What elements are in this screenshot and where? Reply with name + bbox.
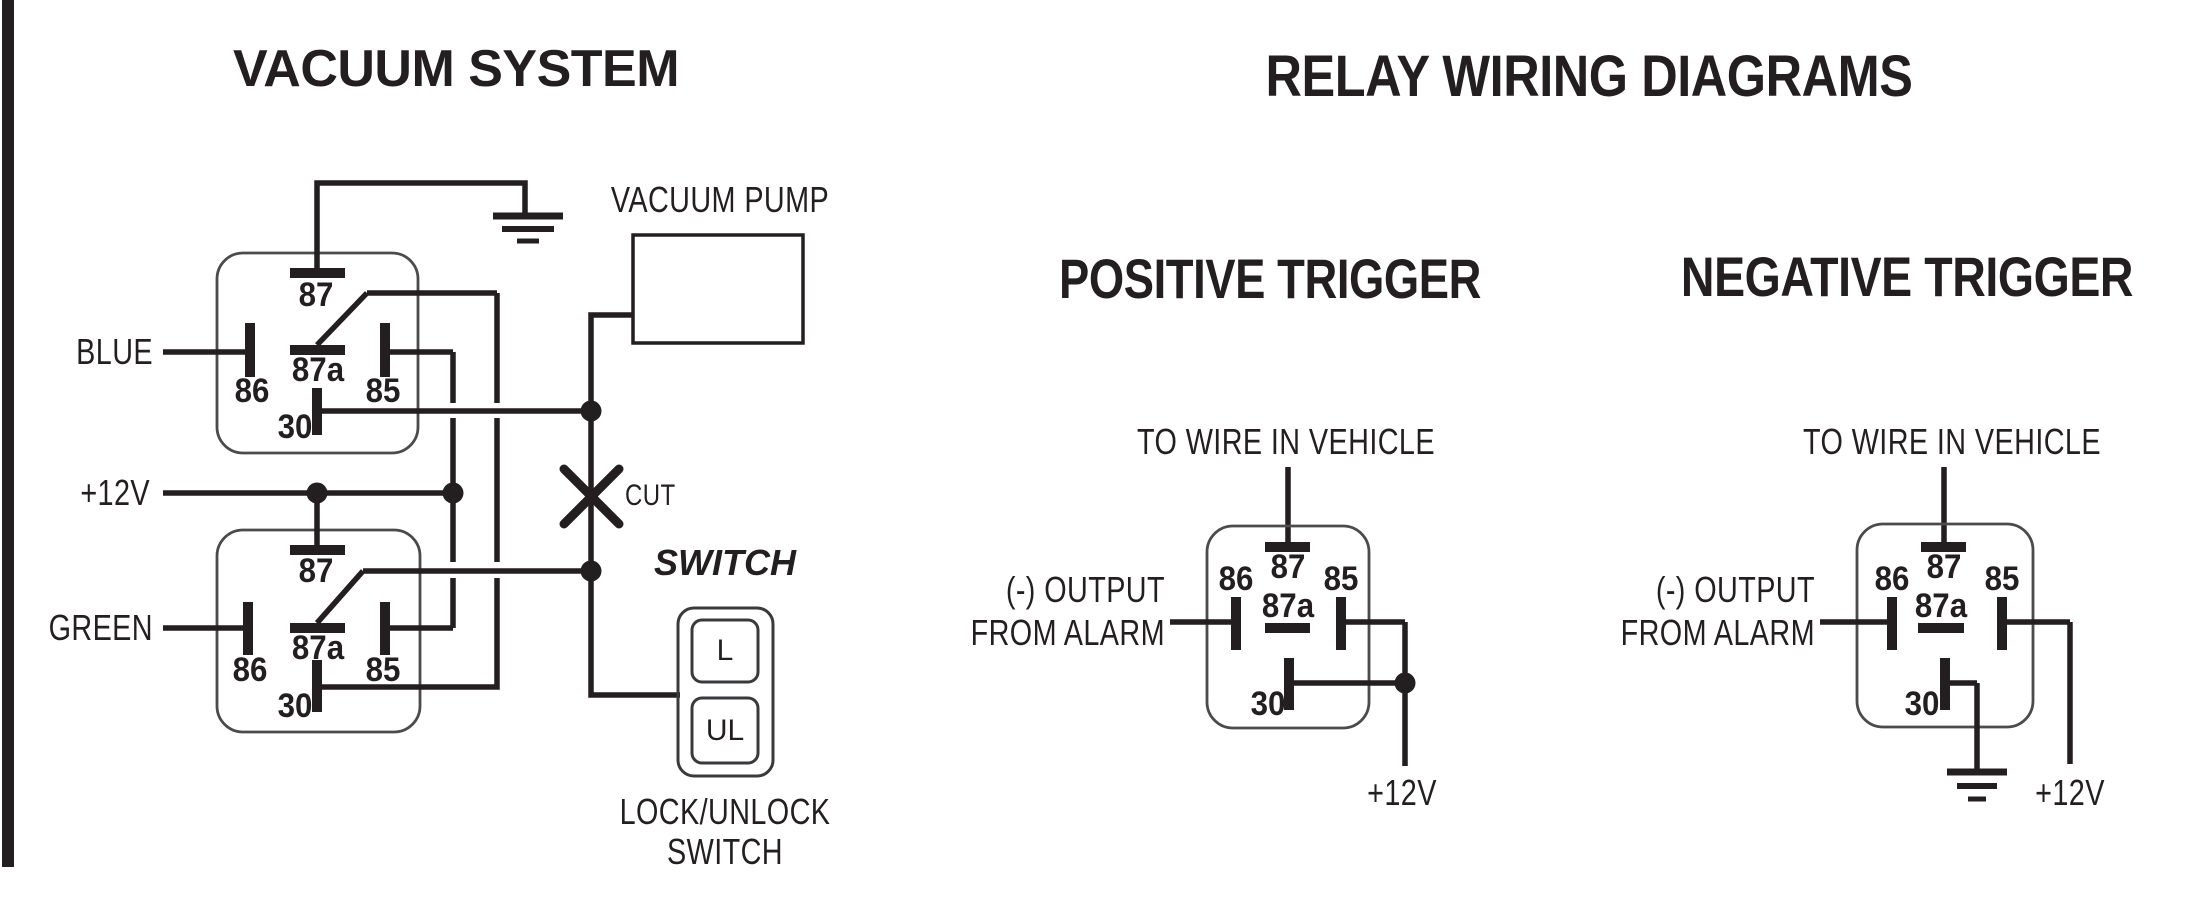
pos-wire-in-vehicle-label: TO WIRE IN VEHICLE <box>1137 421 1435 462</box>
relay-blue-pin30-label: 30 <box>277 408 313 446</box>
neg-output-line1: (-) OUTPUT <box>1655 569 1815 610</box>
vacuum-system-title: VACUUM SYSTEM <box>232 40 680 98</box>
relay-green-pin87-label: 87 <box>298 552 334 590</box>
plus12v-label-left: +12V <box>80 472 150 513</box>
pos-output-line1: (-) OUTPUT <box>1005 569 1165 610</box>
lock-switch-body <box>676 606 775 778</box>
positive-trigger-schematic <box>1170 467 1416 766</box>
relay-green-pin30-label: 30 <box>277 687 313 725</box>
relay-green-pin87a-label: 87a <box>291 629 345 667</box>
relay-blue-pin86-label: 86 <box>234 372 270 410</box>
relay-green-armature <box>314 569 366 625</box>
cut-label: CUT <box>625 479 676 512</box>
relay-blue-pin87-label: 87 <box>298 276 334 314</box>
pos-plus12v-label: +12V <box>1367 772 1437 813</box>
relay-green-pin86-label: 86 <box>232 651 268 689</box>
lock-button-label: L <box>716 634 734 667</box>
neg-pin85-label: 85 <box>1984 560 2020 598</box>
neg-pin86-label: 86 <box>1874 560 1910 598</box>
neg-pin87-label: 87 <box>1926 548 1962 586</box>
negative-trigger-schematic <box>1820 467 2073 802</box>
lock-unlock-caption-line2: SWITCH <box>667 831 783 872</box>
page-left-border <box>2 0 14 867</box>
junction-12v-left <box>306 482 328 504</box>
wire-87-to-ground <box>314 180 528 268</box>
pos-pin87-label: 87 <box>1270 548 1306 586</box>
pos-pin30-label: 30 <box>1250 685 1286 723</box>
pos-output-line2: FROM ALARM <box>970 612 1165 653</box>
neg-plus12v-label: +12V <box>2035 772 2105 813</box>
vacuum-pump-label: VACUUM PUMP <box>610 179 830 220</box>
vacuum-pump-box <box>631 233 805 345</box>
unlock-button-outline <box>690 696 760 765</box>
blue-wire-label: BLUE <box>76 331 153 372</box>
switch-label: SWITCH <box>654 542 796 583</box>
wire-blue87a-to-green30 <box>322 578 500 690</box>
lock-button-outline <box>690 618 760 684</box>
relay-blue-pin85-label: 85 <box>365 372 401 410</box>
pos-pin85-label: 85 <box>1323 560 1359 598</box>
relay-wiring-title: RELAY WIRING DIAGRAMS <box>1265 44 1913 109</box>
junction-pump-line-lower <box>580 560 602 582</box>
positive-trigger-title: POSITIVE TRIGGER <box>1059 247 1481 310</box>
relay-blue-armature <box>315 291 369 347</box>
pos-output-from-alarm-label: (-) OUTPUT FROM ALARM <box>971 568 1165 654</box>
neg-relay-outline <box>1855 522 2035 729</box>
junction-pump-line-upper <box>580 400 602 422</box>
relay-blue-pin87a-label: 87a <box>291 351 345 389</box>
lock-unlock-caption: LOCK/UNLOCK SWITCH <box>620 792 831 872</box>
wire-pump-cut-switch <box>588 312 680 698</box>
vacuum-system-schematic <box>163 180 805 778</box>
pos-pin86-label: 86 <box>1218 560 1254 598</box>
negative-trigger-title: NEGATIVE TRIGGER <box>1680 245 2134 308</box>
green-wire-label: GREEN <box>48 607 153 648</box>
neg-pin87a-label: 87a <box>1914 587 1968 625</box>
cut-x-mark-stroke2 <box>559 464 624 529</box>
neg-pin30-label: 30 <box>1904 685 1940 723</box>
pos-pin87a-label: 87a <box>1261 587 1315 625</box>
unlock-button-label: UL <box>705 714 745 747</box>
junction-12v-right <box>442 482 464 504</box>
neg-wire-in-vehicle-label: TO WIRE IN VEHICLE <box>1803 421 2101 462</box>
neg-output-line2: FROM ALARM <box>1620 612 1815 653</box>
neg-output-from-alarm-label: (-) OUTPUT FROM ALARM <box>1621 568 1815 654</box>
lock-unlock-caption-line1: LOCK/UNLOCK <box>619 791 831 832</box>
pos-relay-outline <box>1205 524 1371 730</box>
relay-green-pin85-label: 85 <box>365 651 401 689</box>
